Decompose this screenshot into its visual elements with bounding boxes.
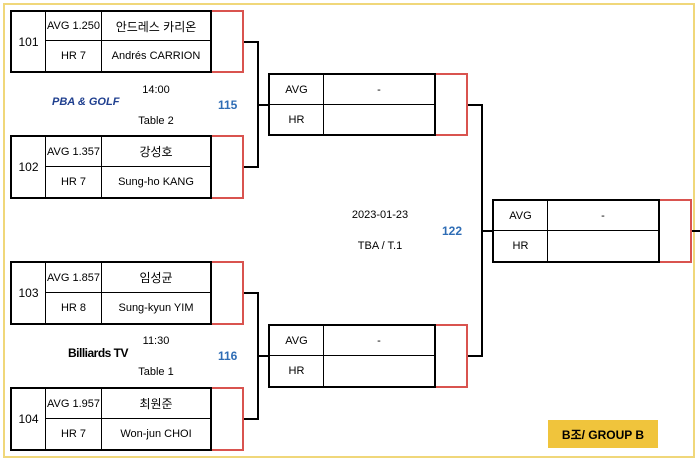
slot-avg-label: AVG [270, 75, 324, 105]
player-avg: AVG 1.857 [46, 263, 102, 293]
bracket-line [244, 41, 258, 43]
bracket-line [244, 418, 258, 420]
broadcaster-name: Billiards TV [68, 346, 129, 360]
player-name-english: Won-jun CHOI [120, 428, 192, 440]
slot-avg-label: AVG [494, 201, 548, 231]
bracket-line [481, 230, 492, 232]
billiards-tv-logo: Billiards TV [68, 346, 129, 360]
player-hr: HR 7 [46, 41, 102, 71]
match-number-122: 122 [442, 224, 463, 238]
match-time: 14:00 [142, 84, 170, 96]
bracket-connector [660, 199, 692, 263]
slot-name-placeholder: - [548, 201, 658, 231]
group-label-badge: B조/ GROUP B [548, 420, 658, 448]
bracket-connector [436, 324, 468, 388]
seed-number: 101 [12, 12, 46, 71]
bracket-connector [436, 73, 468, 136]
player-avg: AVG 1.357 [46, 137, 102, 167]
slot-hr-label: HR [270, 105, 324, 134]
bracket-connector [212, 10, 244, 73]
bracket-connector [212, 135, 244, 199]
slot-hr-label: HR [270, 356, 324, 386]
final-slot[interactable]: AVG HR - [492, 199, 660, 263]
player-name-korean: 임성균 [102, 263, 210, 293]
player-name-korean: 안드레스 카리온 [102, 12, 210, 41]
player-name-korean: 강성호 [102, 137, 210, 167]
player-avg: AVG 1.957 [46, 389, 102, 419]
player-card-101[interactable]: 101 AVG 1.250 HR 7 안드레스 카리온 Andrés CARRI… [10, 10, 212, 73]
player-name-korean: 최원준 [102, 389, 210, 419]
player-name-english: Sung-kyun YIM [118, 302, 194, 314]
player-hr: HR 8 [46, 293, 102, 323]
player-name-english: Sung-ho KANG [118, 176, 194, 188]
player-name-english: Andrés CARRION [111, 50, 201, 62]
bracket-line [257, 355, 268, 357]
broadcaster-name: PBA & GOLF [52, 96, 120, 108]
match-table: Table 2 [138, 115, 174, 127]
semifinal-slot-b[interactable]: AVG HR - [268, 324, 436, 388]
bracket-line [468, 104, 482, 106]
match-number-115: 115 [218, 98, 238, 112]
match-table: Table 1 [138, 366, 174, 378]
slot-avg-label: AVG [270, 326, 324, 356]
bracket-line [244, 292, 258, 294]
player-card-104[interactable]: 104 AVG 1.957 HR 7 최원준 Won-jun CHOI [10, 387, 212, 451]
slot-hr-label: HR [494, 231, 548, 261]
match-date: 2023-01-23 [351, 209, 409, 221]
player-card-102[interactable]: 102 AVG 1.357 HR 7 강성호 Sung-ho KANG [10, 135, 212, 199]
bracket-connector [212, 261, 244, 325]
player-hr: HR 7 [46, 419, 102, 449]
seed-number: 104 [12, 389, 46, 449]
pba-golf-logo: PBA & GOLF [52, 96, 119, 108]
semifinal-slot-a[interactable]: AVG HR - [268, 73, 436, 136]
seed-number: 102 [12, 137, 46, 197]
bracket-line [244, 166, 258, 168]
bracket-line [468, 355, 482, 357]
match-time: 11:30 [142, 335, 170, 347]
match-number-116: 116 [218, 349, 238, 363]
bracket-line [692, 230, 700, 232]
bracket-line [257, 104, 268, 106]
player-card-103[interactable]: 103 AVG 1.857 HR 8 임성균 Sung-kyun YIM [10, 261, 212, 325]
slot-name-placeholder: - [324, 326, 434, 356]
match-venue: TBA / T.1 [357, 240, 403, 252]
slot-name-placeholder: - [324, 75, 434, 105]
bracket-connector [212, 387, 244, 451]
player-avg: AVG 1.250 [46, 12, 102, 41]
player-hr: HR 7 [46, 167, 102, 197]
seed-number: 103 [12, 263, 46, 323]
